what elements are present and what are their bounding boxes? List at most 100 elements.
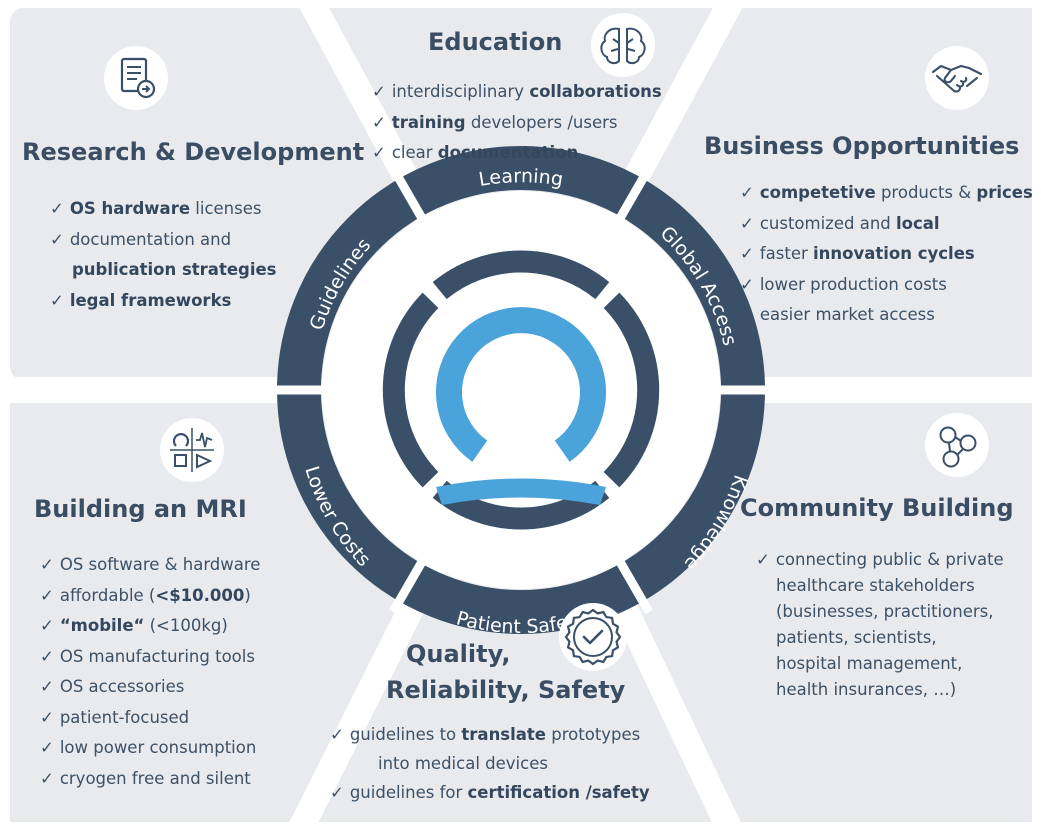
community-item-text: patients, scientists, (776, 628, 937, 647)
mri-item: ✓“mobile“ (<100kg) (40, 611, 260, 642)
business-item-text: easier market access (759, 305, 935, 324)
mri-list: ✓ OS software & hardware ✓affordable (<$10… (40, 550, 260, 794)
check-mark-icon: ✓ (50, 290, 64, 310)
research-item: ✓legal frameworks (50, 286, 277, 317)
business-item-text: lower production costs (759, 274, 947, 294)
mri-item: ✓ low power consumption (40, 733, 260, 764)
business-item: ✓customized and local (740, 209, 1033, 240)
mri-item-text: OS manufacturing tools (59, 646, 255, 666)
research-title: Research & Development (22, 138, 365, 166)
check-mark-icon: ✓ (40, 738, 54, 757)
check-mark-icon: ✓ (40, 585, 54, 605)
research-item-text: legal frameworks (69, 290, 232, 310)
mri-item-text: patient-focused (59, 707, 190, 727)
quality-item-text: certification /safety (467, 783, 650, 802)
check-mark-icon: ✓ (40, 555, 54, 574)
business-item-text: customized and (759, 213, 896, 233)
business-item: ✓ easier market access (740, 300, 1033, 331)
check-mark-icon: ✓ (372, 143, 386, 162)
business-item: ✓competetive products & prices (740, 178, 1033, 209)
education-title: Education (428, 28, 563, 56)
research-item-text: OS hardware (69, 199, 191, 218)
education-item: ✓training developers /users (372, 108, 662, 139)
mri-item-text: (<100kg) (144, 616, 228, 635)
mri-title: Building an MRI (34, 495, 247, 523)
middle-ring (382, 250, 660, 530)
business-item-text: competetive (759, 183, 876, 202)
education-item-text: interdisciplinary (391, 82, 530, 101)
community-item: health insurances, …) (756, 677, 1004, 703)
business-item-text: innovation cycles (813, 244, 975, 263)
mri-item-text: low power consumption (59, 738, 257, 757)
check-mark-icon: ✓ (740, 213, 754, 233)
research-item-text: licenses (190, 199, 262, 218)
community-item: ✓ connecting public & private (756, 547, 1004, 573)
research-item: ✓documentation and (50, 225, 277, 256)
people-network-icon (925, 413, 989, 477)
business-item-text: products & (875, 183, 977, 202)
community-item: healthcare stakeholders (756, 573, 1004, 599)
quality-item-text: guidelines to (349, 725, 462, 744)
community-item-text: health insurances, …) (776, 680, 957, 699)
mri-item: ✓ OS software & hardware (40, 550, 260, 581)
research-item: publication strategies (50, 255, 277, 286)
education-item-text: clear (391, 143, 438, 162)
mri-item-text: OS software & hardware (59, 555, 261, 574)
research-item: ✓ OS hardware licenses (50, 194, 277, 225)
community-item-text: hospital management, (776, 654, 963, 673)
mri-item-text: OS accessories (59, 677, 185, 696)
education-list: ✓interdisciplinary collaborations✓traini… (372, 77, 662, 169)
check-mark-icon: ✓ (50, 199, 64, 218)
research-item-text: documentation and (69, 229, 232, 249)
education-item-text: documentation (437, 143, 579, 162)
check-mark-icon: ✓ (330, 783, 344, 802)
mri-item-text: ) (244, 585, 251, 605)
quality-item: ✓ guidelines to translate prototypes (330, 720, 650, 749)
hardware-icon (160, 418, 224, 482)
mri-item-text: affordable ( (59, 585, 156, 605)
research-item-text: publication strategies (72, 260, 277, 279)
community-item-text: connecting public & private (775, 550, 1004, 569)
quality-item-text: prototypes (546, 725, 641, 744)
mri-item: ✓cryogen free and silent (40, 764, 260, 795)
handshake-icon (925, 46, 989, 110)
check-mark-icon: ✓ (40, 677, 54, 696)
mri-item: ✓patient-focused (40, 703, 260, 734)
business-item-text: local (896, 213, 940, 233)
certificate-badge-icon (559, 603, 627, 671)
business-item: ✓lower production costs (740, 270, 1033, 301)
check-mark-icon: ✓ (740, 305, 754, 324)
community-item: hospital management, (756, 651, 1004, 677)
document-icon (104, 46, 168, 110)
check-mark-icon: ✓ (330, 725, 344, 744)
mri-item: ✓ OS accessories (40, 672, 260, 703)
community-item-text: (businesses, practitioners, (776, 602, 994, 621)
check-mark-icon: ✓ (740, 274, 754, 294)
quality-item-text: into medical devices (378, 754, 548, 773)
quality-item-text: translate (461, 725, 547, 744)
inner-ring (436, 307, 606, 462)
community-item: patients, scientists, (756, 625, 1004, 651)
education-item: ✓ interdisciplinary collaborations (372, 77, 662, 108)
quality-item-text: guidelines for (349, 783, 468, 802)
quality-item: ✓ guidelines for certification /safety (330, 778, 650, 807)
education-item-text: collaborations (529, 82, 662, 101)
check-mark-icon: ✓ (372, 82, 386, 101)
check-mark-icon: ✓ (740, 244, 754, 263)
business-list: ✓competetive products & prices✓customize… (740, 178, 1033, 331)
education-item-text: training (391, 112, 466, 132)
community-title: Community Building (740, 494, 1014, 522)
mri-item: ✓affordable (<$10.000) (40, 581, 260, 612)
check-mark-icon: ✓ (756, 550, 770, 569)
check-mark-icon: ✓ (40, 646, 54, 666)
check-mark-icon: ✓ (40, 768, 54, 788)
quality-list: ✓ guidelines to translate prototypes into … (330, 720, 650, 807)
quality-item: into medical devices (330, 749, 650, 778)
mri-item-text: cryogen free and silent (59, 768, 251, 788)
business-item: ✓faster innovation cycles (740, 239, 1033, 270)
check-mark-icon: ✓ (50, 229, 64, 249)
quality-title-line1: Quality, (406, 640, 511, 668)
mri-item-text: “mobile“ (59, 616, 145, 635)
